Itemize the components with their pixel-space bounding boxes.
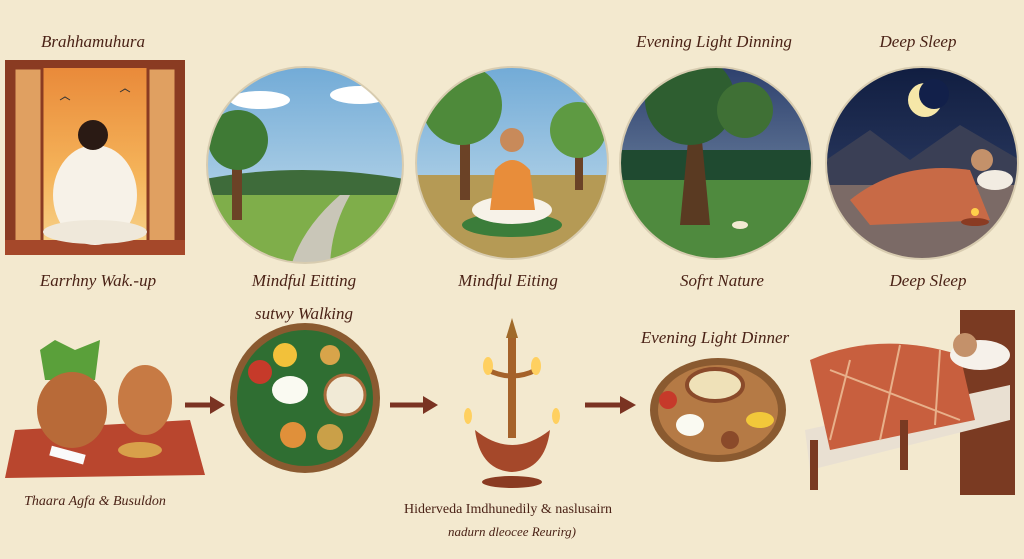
thali-plate-illustration — [230, 323, 380, 473]
label-evening-dinning: Evening Light Dinning — [636, 32, 792, 51]
label-brahmamuhurta: Brahhamuhura — [41, 32, 145, 51]
bed-illustration — [805, 310, 1015, 495]
dinner-plate-illustration — [650, 358, 786, 462]
walking-circle-frame — [206, 66, 404, 264]
clay-pots-illustration — [5, 340, 205, 478]
nature-circle-frame — [619, 66, 813, 260]
label-deep-sleep: Deep Sleep — [889, 271, 967, 290]
flow-arrow-2 — [390, 396, 438, 414]
label-walking: sutwy Walking — [254, 304, 354, 323]
label-deep-sleep-top: Deep Sleep — [879, 32, 957, 51]
caption-pots: Thaara Agfa & Busuldon — [24, 494, 166, 509]
soft-nature-scene-illustration — [620, 67, 812, 259]
label-evening-dinner: Evening Light Dinner — [640, 328, 790, 347]
sleep-circle-frame — [825, 66, 1019, 260]
deep-sleep-scene-illustration — [826, 67, 1018, 259]
flow-arrow-1 — [185, 396, 225, 414]
oil-lamp-illustration — [464, 318, 560, 488]
caption-lamp-line-2: nadurn dleocee Reurirg) — [447, 524, 577, 539]
flow-arrow-3 — [585, 396, 636, 414]
eating-circle-frame — [415, 66, 609, 260]
label-wake-up: Earrhny Wak.-up — [39, 271, 157, 290]
label-soft-nature: Sofrt Nature — [680, 271, 764, 290]
label-mindful-eiting: Mindful Eiting — [458, 271, 558, 290]
mindful-eating-scene-illustration — [416, 67, 608, 259]
walking-scene-illustration — [207, 67, 403, 263]
label-mindful-eitting: Mindful Eitting — [251, 271, 357, 290]
sunrise-window-illustration — [5, 60, 185, 255]
caption-lamp-line-1: Hiderveda Imdhunedily & naslusairn — [403, 502, 613, 517]
